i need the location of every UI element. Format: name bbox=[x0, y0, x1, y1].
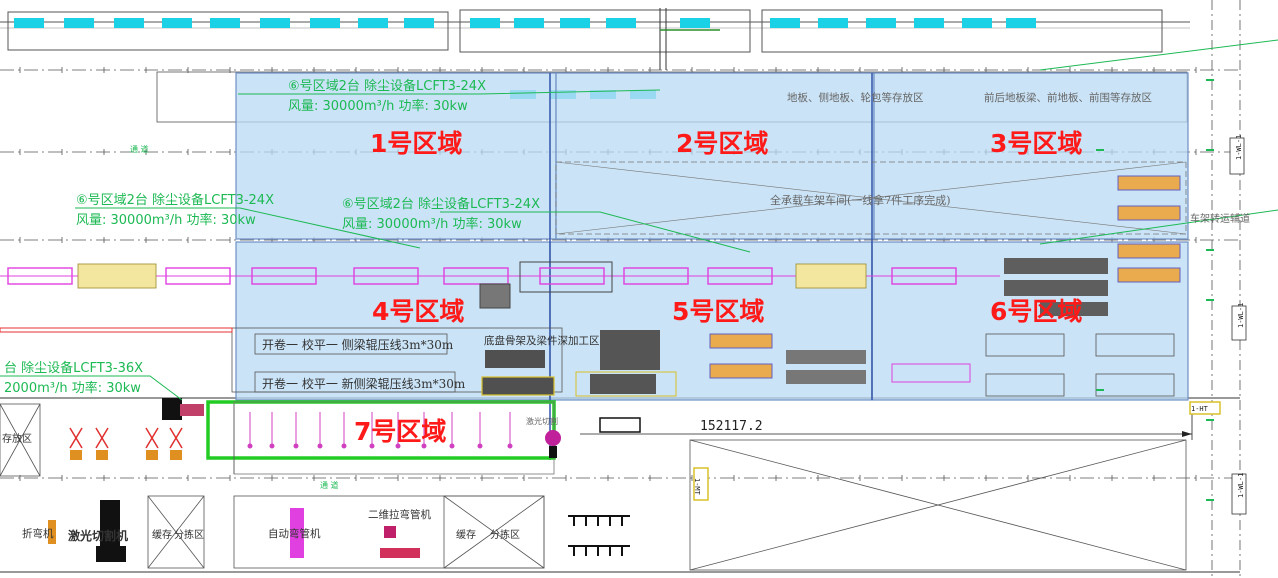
conveyor-label: 车架转运辅道 bbox=[1190, 212, 1250, 225]
dimension-value: 152117.2 bbox=[700, 419, 763, 434]
fan-bottom-line2: 2000m³/h 功率: 30kw bbox=[4, 380, 141, 396]
labels: 地板、侧地板、轮包等存放区 前后地板梁、前地板、前围等存放区 全承载车架车间(一… bbox=[2, 91, 1250, 543]
tag-d: 1-WL-1 bbox=[1237, 303, 1245, 328]
press-line-2-label: 开卷一 校平一 新侧梁辊压线3m*30m bbox=[262, 376, 466, 391]
store-left-label: 存放区 bbox=[2, 432, 32, 445]
cyan-equipment-unit bbox=[770, 18, 800, 28]
fan-top-line1: ⑥号区域2台 除尘设备LCFT3-24X bbox=[288, 78, 486, 94]
aisle-left-label: 通 道 bbox=[130, 144, 149, 154]
cyan-equipment-unit bbox=[404, 18, 434, 28]
storage-mid-label: 地板、侧地板、轮包等存放区 bbox=[787, 91, 924, 104]
welding-unit bbox=[1117, 205, 1181, 221]
line-unit bbox=[891, 267, 957, 285]
cyan-equipment-unit bbox=[1006, 18, 1036, 28]
zone-labels: 1号区域 2号区域 3号区域 4号区域 5号区域 6号区域 7号区域 bbox=[354, 129, 1082, 446]
cyan-equipment-unit bbox=[914, 18, 944, 28]
cyan-equipment-unit bbox=[14, 18, 44, 28]
press-lines bbox=[231, 327, 1175, 397]
line-unit bbox=[707, 267, 773, 285]
bottom-machines bbox=[48, 417, 709, 562]
cyan-equipment-unit bbox=[514, 18, 544, 28]
zone-2-area bbox=[555, 72, 875, 240]
frame-welding-units bbox=[709, 175, 1181, 379]
cyan-equipment-unit bbox=[470, 18, 500, 28]
beam-process-label: 底盘骨架及梁件深加工区 bbox=[484, 334, 600, 347]
cyan-equipment-unit bbox=[358, 18, 388, 28]
zone-3-label: 3号区域 bbox=[990, 129, 1082, 158]
buffer-1-label: 缓存 bbox=[152, 528, 172, 541]
cyan-equipment-unit bbox=[64, 18, 94, 28]
zone-5-label: 5号区域 bbox=[672, 297, 764, 326]
fan-annotations: ⑥号区域2台 除尘设备LCFT3-24X 风量: 30000m³/h 功率: 3… bbox=[4, 78, 540, 396]
cyan-equipment-unit bbox=[310, 18, 340, 28]
welding-unit bbox=[1117, 175, 1181, 191]
zone-4-label: 4号区域 bbox=[372, 297, 464, 326]
cyan-equipment-unit bbox=[962, 18, 992, 28]
bending-label: 折弯机 bbox=[22, 527, 54, 540]
laser-label: 激光切割机 bbox=[68, 528, 128, 543]
staging-1-label: 分拣区 bbox=[174, 528, 204, 541]
cyan-equipment-unit bbox=[606, 18, 636, 28]
cyan-equipment-unit bbox=[210, 18, 240, 28]
qr-pull-label: 二维拉弯管机 bbox=[368, 508, 431, 521]
storage-right-label: 前后地板梁、前地板、前围等存放区 bbox=[984, 91, 1152, 104]
welding-unit bbox=[1117, 267, 1181, 283]
left-storage-stands bbox=[69, 427, 183, 460]
fan-mid-line1: ⑥号区域2台 除尘设备LCFT3-24X bbox=[342, 196, 540, 212]
welding-unit bbox=[709, 363, 773, 379]
fan-leader-lines bbox=[0, 39, 1278, 401]
line-unit bbox=[353, 267, 419, 285]
line-unit bbox=[539, 267, 605, 285]
cyan-equipment-unit bbox=[818, 18, 848, 28]
line-unit bbox=[623, 267, 689, 285]
zone-1-label: 1号区域 bbox=[370, 129, 462, 158]
cyan-equipment-unit bbox=[260, 18, 290, 28]
tag-e: 1-WL-1 bbox=[1237, 473, 1245, 498]
zone-1-area bbox=[235, 72, 557, 240]
fan-top-line2: 风量: 30000m³/h 功率: 30kw bbox=[288, 98, 468, 114]
cyan-equipment-unit bbox=[680, 18, 710, 28]
line-unit bbox=[251, 267, 317, 285]
bottom-row bbox=[0, 403, 1187, 571]
fan-left-line2: 风量: 30000m³/h 功率: 30kw bbox=[76, 212, 256, 228]
zone-7-label: 7号区域 bbox=[354, 417, 446, 446]
right-edge-labels bbox=[1189, 137, 1247, 515]
auto-bend-label: 自动弯管机 bbox=[268, 527, 321, 540]
dimension-line bbox=[580, 404, 1193, 440]
welding-unit bbox=[1117, 243, 1181, 259]
fan-left-line1: ⑥号区域2台 除尘设备LCFT3-24X bbox=[76, 192, 274, 208]
staging-2-label: 分拣区 bbox=[490, 528, 520, 541]
tag-a: 1-HT bbox=[1191, 405, 1209, 413]
buffer-2-label: 缓存 bbox=[456, 528, 476, 541]
aisle-mid-label: 通 道 bbox=[320, 480, 339, 490]
laser-cut-label: 激光切割 bbox=[526, 416, 558, 426]
cyan-equipment-unit bbox=[162, 18, 192, 28]
zone-6-label: 6号区域 bbox=[990, 297, 1082, 326]
cyan-equipment-unit bbox=[560, 18, 590, 28]
frame-assembly-label: 全承载车架车间(一线拿7件工序完成) bbox=[770, 193, 951, 207]
cyan-equipment-unit bbox=[866, 18, 896, 28]
cyan-equipment-unit bbox=[114, 18, 144, 28]
tag-c: 1-WL-1 bbox=[1235, 135, 1243, 160]
tag-b: 1-MT bbox=[693, 478, 701, 496]
production-line bbox=[0, 258, 1108, 316]
fan-posts bbox=[1096, 79, 1214, 501]
welding-unit bbox=[709, 333, 773, 349]
line-unit bbox=[7, 267, 73, 285]
press-line-1-label: 开卷一 校平一 侧梁辊压线3m*30m bbox=[262, 337, 454, 352]
line-unit bbox=[443, 267, 509, 285]
zone-2-label: 2号区域 bbox=[676, 129, 768, 158]
fan-mid-line2: 风量: 30000m³/h 功率: 30kw bbox=[342, 216, 522, 232]
zone-7 bbox=[162, 398, 561, 475]
line-unit bbox=[165, 267, 231, 285]
fan-bottom-line1: 台 除尘设备LCFT3-36X bbox=[4, 360, 143, 376]
